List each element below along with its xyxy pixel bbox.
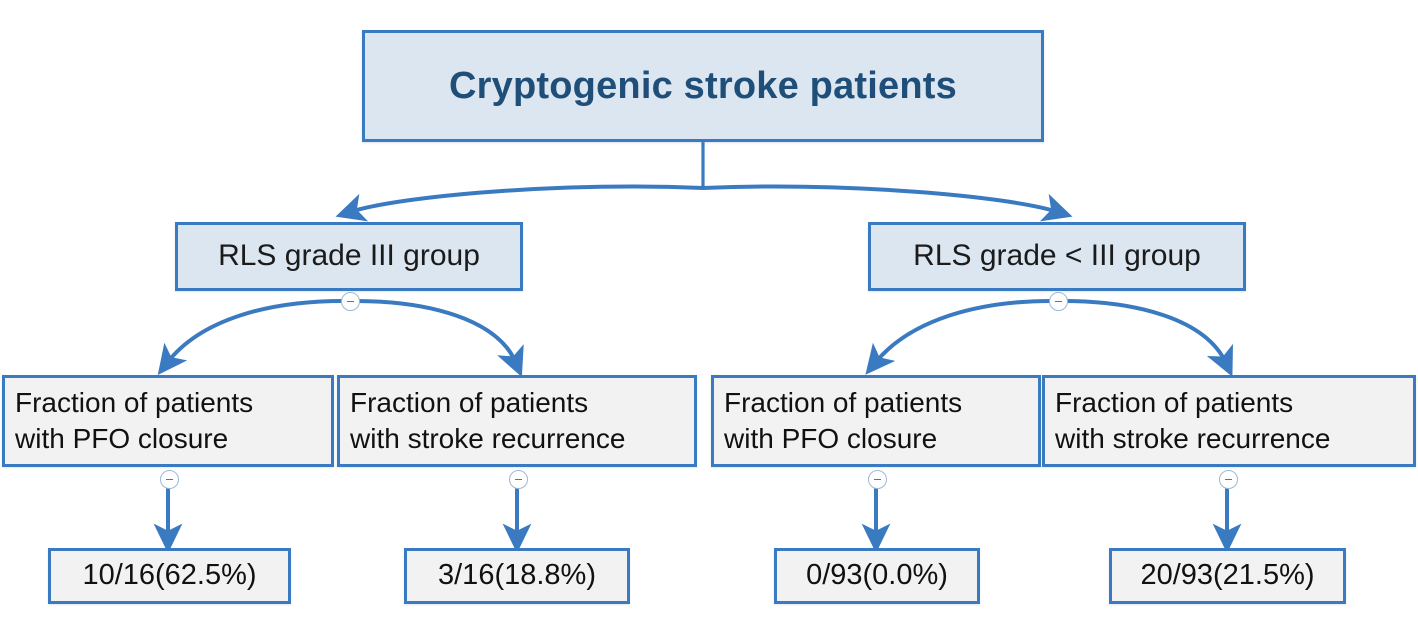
collapse-minus-icon[interactable] [159,470,179,489]
node-label: Fraction of patients with stroke recurre… [1055,387,1331,454]
edge-rls-iii-to-pfo-left [157,298,351,376]
edge-rls-iii-to-recurrence-left [347,298,524,378]
node-label: Fraction of patients with PFO closure [724,387,963,454]
node-fraction-pfo-closure-left[interactable]: Fraction of patients with PFO closure [2,375,334,467]
node-label: 10/16(62.5%) [82,559,257,592]
node-fraction-stroke-recurrence-left[interactable]: Fraction of patients with stroke recurre… [337,375,697,467]
minus-glyph [165,478,173,481]
minus-glyph [1224,478,1232,481]
node-label: 20/93(21.5%) [1140,559,1315,592]
node-value-pfo-closure-left[interactable]: 10/16(62.5%) [48,548,291,604]
collapse-minus-icon[interactable] [1048,292,1068,311]
minus-glyph [1054,300,1062,303]
node-label: Cryptogenic stroke patients [449,64,957,107]
node-value-stroke-recurrence-left[interactable]: 3/16(18.8%) [404,548,630,604]
node-label: 3/16(18.8%) [438,559,596,592]
node-rls-grade-under-iii-group[interactable]: RLS grade < III group [868,222,1246,291]
node-label: 0/93(0.0%) [806,559,948,592]
edge-root-to-rls-under-iii [701,184,1073,222]
node-label: RLS grade < III group [913,239,1201,273]
edge-root-to-rls-iii [335,184,705,222]
node-label: Fraction of patients with stroke recurre… [350,387,626,454]
edge-rls-under-iii-to-pfo-right [865,298,1059,375]
minus-glyph [346,300,354,303]
node-fraction-stroke-recurrence-right[interactable]: Fraction of patients with stroke recurre… [1042,375,1416,467]
node-label: Fraction of patients with PFO closure [15,387,254,454]
node-value-stroke-recurrence-right[interactable]: 20/93(21.5%) [1109,548,1346,604]
node-cryptogenic-stroke-patients[interactable]: Cryptogenic stroke patients [362,30,1044,142]
node-label: RLS grade III group [218,239,480,273]
minus-glyph [514,478,522,481]
node-value-pfo-closure-right[interactable]: 0/93(0.0%) [774,548,980,604]
node-rls-grade-iii-group[interactable]: RLS grade III group [175,222,523,291]
collapse-minus-icon[interactable] [508,470,528,489]
collapse-minus-icon[interactable] [867,470,887,489]
edge-rls-under-iii-to-recurrence-right [1055,298,1233,377]
collapse-minus-icon[interactable] [1218,470,1238,489]
node-fraction-pfo-closure-right[interactable]: Fraction of patients with PFO closure [711,375,1041,467]
minus-glyph [873,478,881,481]
collapse-minus-icon[interactable] [340,292,360,311]
